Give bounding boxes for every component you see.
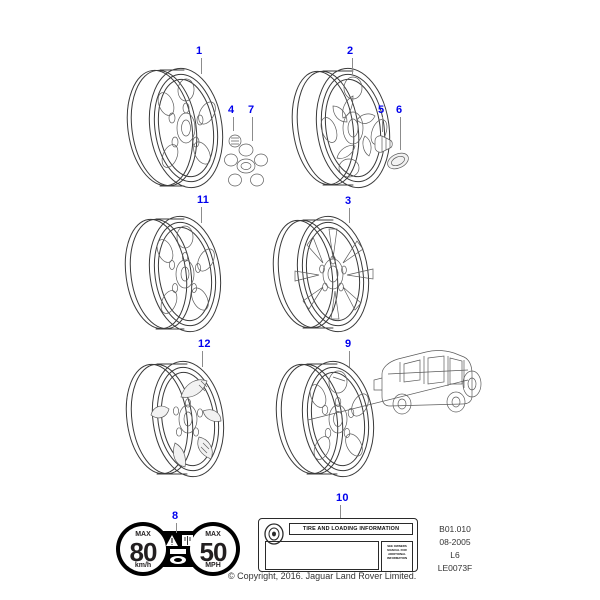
callout-5[interactable]: 5 [378,104,385,116]
callout-6[interactable]: 6 [396,104,403,116]
vehicle-graphic [307,350,482,421]
wheel-centre-cap-graphic [224,143,268,187]
leader-line-4 [233,117,234,131]
leader-line-5 [382,117,383,132]
callout-11[interactable]: 11 [197,194,210,206]
wheel-12-graphic [125,360,225,478]
part-7-wheel-centre-cap[interactable] [224,142,268,190]
speed-limit-graphic [116,522,240,576]
vehicle-illustration [307,344,483,429]
callout-9[interactable]: 9 [345,338,352,350]
part-4-wheel-nut-cap[interactable] [226,132,244,150]
callout-4[interactable]: 4 [228,104,235,116]
meta-part-group: B01.010 [439,524,471,534]
meta-date: 08-2005 [439,537,471,547]
placard-note-line-4: INFORMATION [386,556,408,561]
wheel-3-graphic [272,215,374,333]
leader-line-11 [201,207,202,223]
wheel-11[interactable] [112,207,232,342]
leader-line-10 [340,505,341,518]
tire-loading-placard[interactable]: TIRE AND LOADING INFORMATION SEE OWNERS … [258,518,418,572]
leader-line-2 [352,58,353,74]
placard-note-line-2: MANUAL FOR [387,548,407,553]
placard-note-box: SEE OWNERS MANUAL FOR ADDITIONAL INFORMA… [381,541,413,572]
placard-body-box [265,541,379,570]
callout-10[interactable]: 10 [336,492,349,504]
callout-8[interactable]: 8 [172,510,179,522]
speed-right-unit: MPH [205,562,221,569]
callout-2[interactable]: 2 [347,45,354,57]
speed-limit-label[interactable]: MAX 80 km/h MAX 50 MPH [108,521,248,577]
leader-line-7 [252,117,253,141]
wheel-2-graphic [291,67,391,189]
speed-left-value: 80 [129,537,158,567]
wheel-11-graphic [124,215,222,333]
speed-left-unit: km/h [134,562,152,569]
copyright-notice: © Copyright, 2016. Jaguar Land Rover Lim… [228,571,417,581]
leader-line-6 [400,117,401,150]
part-6-wheel-badge-emblem[interactable] [385,150,411,172]
tyre-icon [264,523,284,545]
wheel-1-graphic [126,67,224,189]
speed-right-value: 50 [199,537,228,567]
leader-line-1 [201,58,202,74]
leader-line-12 [202,351,203,367]
meta-model: L6 [450,550,460,560]
wheel-12[interactable] [115,351,235,486]
wheel-3[interactable] [263,207,383,342]
callout-1[interactable]: 1 [196,45,203,57]
placard-note-line-1: SEE OWNERS [387,544,407,548]
wheel-nut-cap-graphic [228,134,242,148]
placard-note-line-3: ADDITIONAL [388,552,406,557]
part-5-tyre-valve-sensor[interactable] [372,133,396,155]
speed-left-max: MAX [135,531,151,538]
callout-3[interactable]: 3 [345,195,352,207]
meta-drawing-number: LE0073F [437,563,473,573]
tyre-valve-sensor-graphic [374,135,393,153]
wheel-badge-graphic [387,152,409,170]
wheel-1[interactable] [112,58,232,198]
placard-title: TIRE AND LOADING INFORMATION [289,523,413,535]
wheel-9[interactable] [265,351,385,486]
wheel-2[interactable] [283,58,403,198]
leader-line-3 [349,208,350,223]
callout-7[interactable]: 7 [248,104,255,116]
leader-line-8 [176,523,177,533]
leader-line-9 [349,351,350,367]
speed-right-max: MAX [205,531,221,538]
drawing-metadata: B01.010 08-2005 L6 LE0073F [425,523,485,575]
callout-12[interactable]: 12 [198,338,211,350]
wheel-9-graphic [275,360,375,478]
